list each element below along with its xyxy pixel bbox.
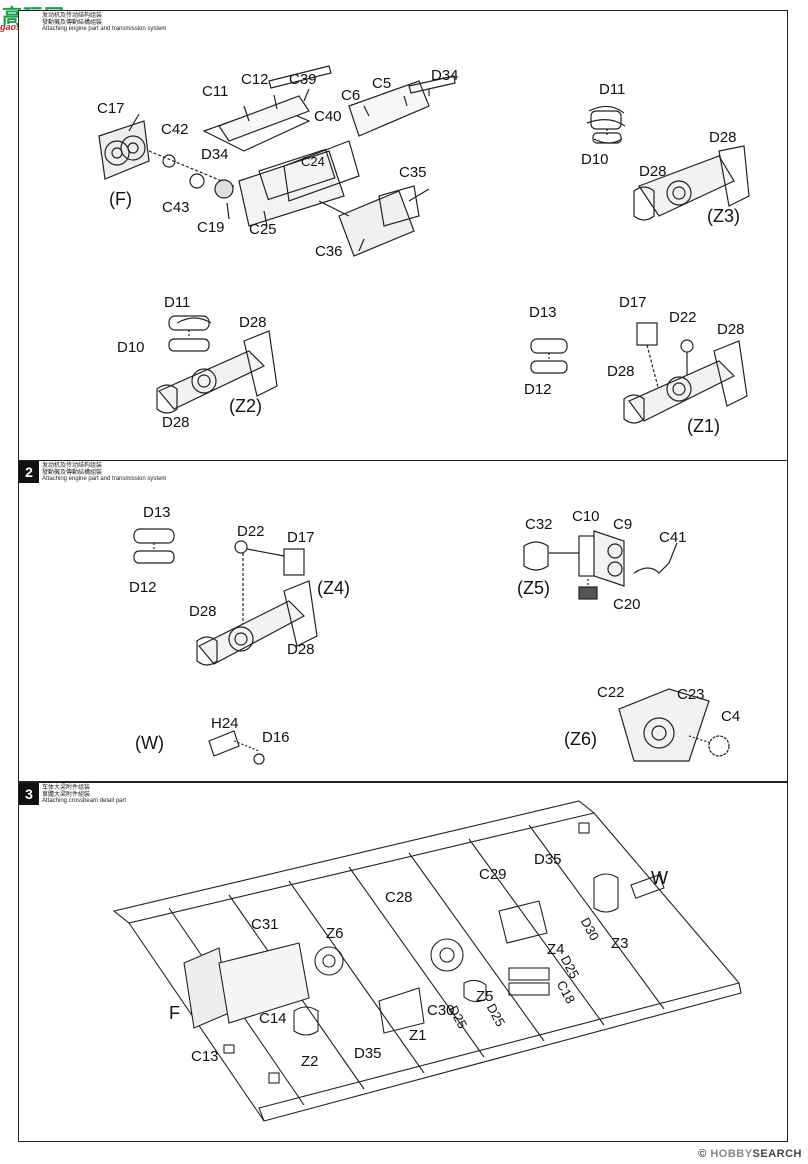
step-2-title-zh: 发动机及传动结构组装 發動機及傳動結構組裝 (42, 462, 103, 476)
label-C40: C40 (314, 108, 342, 125)
label-D35-top: D35 (534, 851, 562, 868)
step-2-title-en: Attaching engine part and transmission s… (42, 476, 167, 482)
label-C30: C30 (427, 1002, 455, 1019)
label-C32: C32 (525, 516, 553, 533)
label-D11-z3: D11 (599, 81, 626, 98)
step-3-panel: 3 车体大梁附件组装 車體大梁附件組裝 Attaching crossbeam … (18, 782, 788, 1142)
label-C17: C17 (97, 100, 125, 117)
label-Z6: (Z6) (564, 729, 597, 749)
label-D16: D16 (262, 729, 290, 746)
step-3-title-en: Attaching crossbeam detail part (42, 798, 127, 804)
label-C9: C9 (613, 516, 633, 533)
label-C13: C13 (191, 1048, 219, 1065)
label-C35: C35 (399, 164, 427, 181)
label-Z3: (Z3) (707, 206, 740, 226)
label-W-step3: W (651, 868, 668, 888)
label-D28-z3-b: D28 (639, 163, 667, 180)
label-D34-right: D34 (431, 67, 459, 84)
label-Z6-step3: Z6 (326, 925, 344, 942)
label-D28-z4-a: D28 (189, 603, 217, 620)
label-F: (F) (109, 189, 132, 209)
label-C10: C10 (572, 508, 600, 525)
label-D17: D17 (619, 294, 647, 311)
label-Z2-step3: Z2 (301, 1053, 319, 1070)
label-D28-z4-b: D28 (287, 641, 315, 658)
label-Z4-step3: Z4 (547, 941, 565, 958)
label-Z5: (Z5) (517, 578, 550, 598)
step-1-title-zh: 发动机及传动结构组装 發動機及傳動結構組裝 (42, 12, 103, 26)
label-C28: C28 (385, 889, 413, 906)
label-C5: C5 (372, 75, 392, 92)
step-2-panel: 2 发动机及传动结构组装 發動機及傳動結構組裝 Attaching engine… (18, 460, 788, 782)
label-C31: C31 (251, 916, 279, 933)
label-D10-z3: D10 (581, 151, 609, 168)
label-D13: D13 (529, 304, 557, 321)
label-C6: C6 (341, 87, 361, 104)
label-D12: D12 (524, 381, 552, 398)
step-1-drawing (98, 65, 750, 424)
label-C42: C42 (161, 121, 189, 138)
label-C29: C29 (479, 866, 507, 883)
step-2-number: 2 (19, 461, 39, 483)
label-Z4: (Z4) (317, 578, 350, 598)
step-2-drawing (133, 528, 730, 765)
step-3-drawing (112, 800, 742, 1122)
label-C4: C4 (721, 708, 741, 725)
label-C41: C41 (659, 529, 687, 546)
label-D28-z3-a: D28 (709, 129, 737, 146)
label-C22: C22 (597, 684, 625, 701)
label-H24: H24 (211, 715, 239, 732)
label-W: (W) (135, 733, 164, 753)
label-C36: C36 (315, 243, 343, 260)
label-D28-z2-b: D28 (162, 414, 190, 431)
step-3-title-zh: 车体大梁附件组装 車體大梁附件組裝 (42, 784, 91, 798)
label-C19: C19 (197, 219, 225, 236)
label-C23: C23 (677, 686, 705, 703)
label-Z3-step3: Z3 (611, 935, 629, 952)
label-D28-z1-b: D28 (607, 363, 635, 380)
label-C14: C14 (259, 1010, 287, 1027)
label-Z5-step3: Z5 (476, 988, 494, 1005)
footer-hobby: HOBBY (710, 1148, 753, 1160)
label-C12: C12 (241, 71, 269, 88)
label-Z2: (Z2) (229, 396, 262, 416)
footer-search: SEARCH (752, 1148, 802, 1160)
label-C39: C39 (289, 71, 317, 88)
label-D11-z2: D11 (164, 294, 191, 311)
step-3-number: 3 (19, 783, 39, 805)
label-C24: C24 (301, 154, 325, 169)
label-F-step3: F (169, 1003, 180, 1023)
label-C11: C11 (202, 83, 229, 100)
label-D10-z2: D10 (117, 339, 145, 356)
label-D13-z4: D13 (143, 504, 171, 521)
label-C25: C25 (249, 221, 277, 238)
label-D35-bottom: D35 (354, 1045, 382, 1062)
label-D22: D22 (669, 309, 697, 326)
label-D28-z1-a: D28 (717, 321, 745, 338)
label-D28-z2-a: D28 (239, 314, 267, 331)
footer-logo: © HOBBYSEARCH (698, 1148, 802, 1160)
footer-mark: © (698, 1148, 707, 1160)
label-C43: C43 (162, 199, 190, 216)
label-D17-z4: D17 (287, 529, 315, 546)
label-C20: C20 (613, 596, 641, 613)
step-1-title-en: Attaching engine part and transmission s… (42, 26, 167, 32)
label-Z1: (Z1) (687, 416, 720, 436)
label-Z1-step3: Z1 (409, 1027, 427, 1044)
label-D12-z4: D12 (129, 579, 157, 596)
label-D34-left: D34 (201, 146, 229, 163)
step-1-panel: 发动机及传动结构组装 發動機及傳動結構組裝 Attaching engine p… (18, 10, 788, 462)
label-D22-z4: D22 (237, 523, 265, 540)
